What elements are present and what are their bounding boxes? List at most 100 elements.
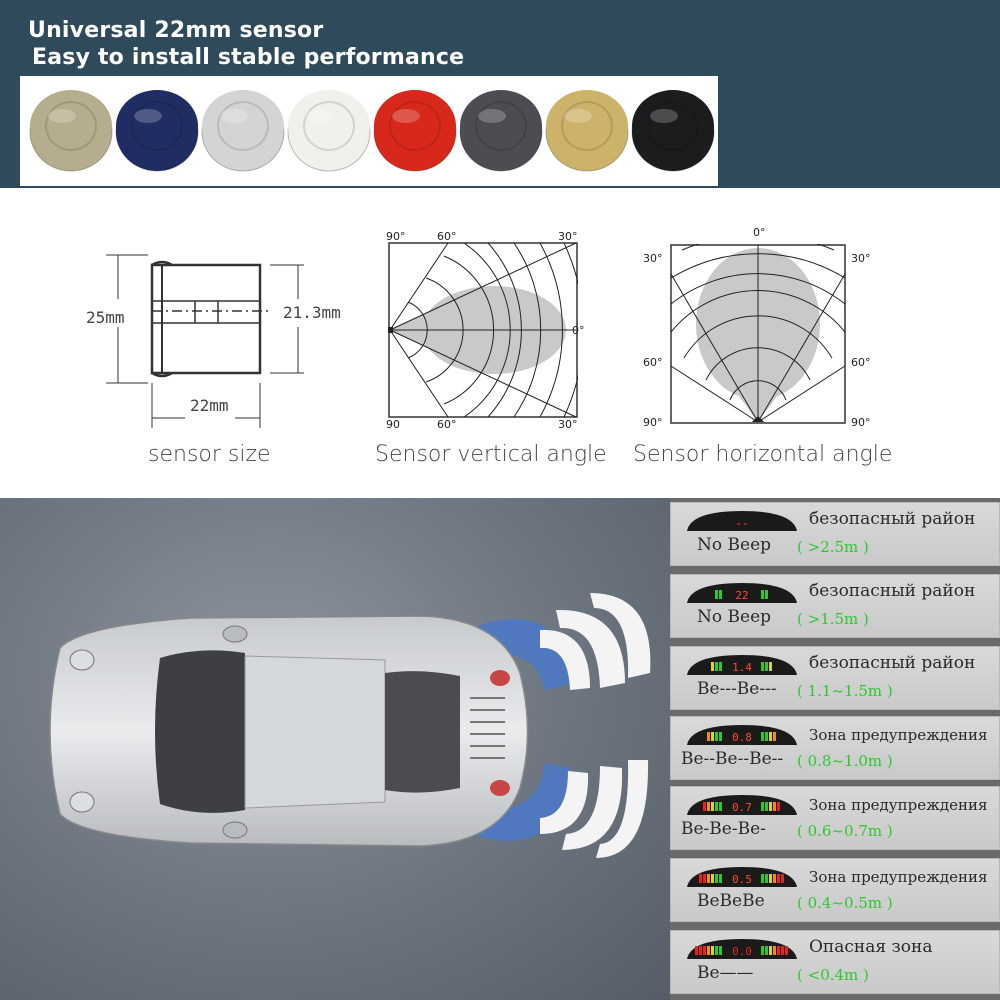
signal-bar [769, 662, 772, 671]
vertical-label-60-top: 60° [437, 230, 457, 243]
distance-range-label: ( >1.5m ) [797, 610, 869, 628]
vertical-label-30-top: 30° [558, 230, 578, 243]
vertical-label-90-bottom: 90 [386, 418, 400, 431]
display-readout: 0.7 [732, 801, 752, 814]
sensor-size-drawing [106, 254, 304, 428]
signal-bar [765, 590, 768, 599]
signal-bar [761, 662, 764, 671]
horizontal-label-0: 0° [753, 226, 766, 239]
signal-bar [719, 874, 722, 883]
headline-subtitle: Easy to install stable performance [32, 45, 465, 70]
horizontal-label-30-right: 30° [851, 252, 871, 265]
signal-bar [781, 874, 784, 883]
signal-bar [695, 946, 698, 955]
caption-horizontal-angle: Sensor horizontal angle [633, 442, 893, 467]
display-readout: -- [735, 517, 748, 530]
vertical-angle-diagram [388, 242, 578, 418]
signal-bar [715, 946, 718, 955]
signal-bar [719, 732, 722, 741]
signal-bar [773, 802, 776, 811]
signal-bar [719, 590, 722, 599]
signal-bar [777, 802, 780, 811]
sensor-swatch-black [630, 86, 716, 172]
signal-bar [707, 732, 710, 741]
sensor-swatch-blue [114, 86, 200, 172]
beep-pattern-label: No Beep [697, 535, 772, 555]
size-width-label: 22mm [190, 396, 229, 415]
signal-bar [715, 732, 718, 741]
distance-range-label: ( 0.8~1.0m ) [797, 752, 893, 770]
distance-range-label: ( >2.5m ) [797, 538, 869, 556]
signal-bar [711, 874, 714, 883]
sensor-swatch-beige [28, 86, 114, 172]
sensor-wave-upper [478, 593, 651, 690]
size-inner-label: 21.3mm [283, 303, 341, 322]
beep-pattern-label: Be---Be--- [697, 679, 777, 699]
signal-bar [769, 732, 772, 741]
signal-bar [699, 874, 702, 883]
signal-bar [707, 874, 710, 883]
signal-bar [769, 946, 772, 955]
distance-range-label: ( 1.1~1.5m ) [797, 682, 893, 700]
beep-pattern-label: BeBeBe [697, 891, 765, 911]
size-height-label: 25mm [86, 308, 125, 327]
signal-bar [781, 946, 784, 955]
signal-bar [719, 802, 722, 811]
distance-range-label: ( 0.4~0.5m ) [797, 894, 893, 912]
zone-label: Зона предупреждения [809, 796, 988, 814]
signal-bar [703, 946, 706, 955]
caption-vertical-angle: Sensor vertical angle [375, 442, 607, 467]
signal-bar [711, 732, 714, 741]
horizontal-label-90-left: 90° [643, 416, 663, 429]
zone-label: безопасный район [809, 653, 976, 673]
parking-display-icon: 0.7 [685, 793, 799, 817]
horizontal-label-60-left: 60° [643, 356, 663, 369]
signal-bar [715, 874, 718, 883]
sensor-wave-lower [478, 760, 649, 858]
signal-bar [773, 946, 776, 955]
diagram-section: 25mm 21.3mm 22mm sensor size 90° 60° 30°… [0, 188, 1000, 498]
parking-display-icon: -- [685, 509, 799, 533]
signal-bar [765, 874, 768, 883]
signal-bar [761, 590, 764, 599]
horizontal-label-60-right: 60° [851, 356, 871, 369]
sensor-swatch-silver [200, 86, 286, 172]
horizontal-label-90-right: 90° [851, 416, 871, 429]
signal-bar [719, 946, 722, 955]
signal-bar [761, 946, 764, 955]
parking-display-icon: 0.8 [685, 723, 799, 747]
signal-bar [769, 874, 772, 883]
parking-display-icon: 0.0 [685, 937, 799, 961]
signal-bar [715, 590, 718, 599]
signal-bar [711, 662, 714, 671]
signal-bar [719, 662, 722, 671]
vertical-label-0: 0° [572, 324, 585, 337]
signal-bar [761, 802, 764, 811]
horizontal-angle-diagram [670, 244, 846, 424]
zone-label: безопасный район [809, 581, 976, 601]
distance-legend: -- безопасный район No Beep ( >2.5m ) 22 безо… [670, 498, 1000, 1000]
signal-bar [773, 874, 776, 883]
signal-bar [765, 662, 768, 671]
color-swatch-panel [20, 76, 718, 186]
parking-display-icon: 22 [685, 581, 799, 605]
signal-bar [765, 946, 768, 955]
signal-bar [765, 732, 768, 741]
display-readout: 1.4 [732, 661, 752, 674]
distance-range-label: ( 0.6~0.7m ) [797, 822, 893, 840]
beep-pattern-label: Be—— [697, 963, 754, 983]
display-readout: 22 [735, 589, 748, 602]
signal-bar [707, 946, 710, 955]
signal-bar [703, 802, 706, 811]
signal-bar [761, 732, 764, 741]
distance-range-label: ( <0.4m ) [797, 966, 869, 984]
beep-pattern-label: Be--Be--Be-- [681, 749, 784, 769]
zone-label: Зона предупреждения [809, 726, 988, 744]
car-top-view-icon [49, 593, 651, 858]
signal-bar [715, 662, 718, 671]
